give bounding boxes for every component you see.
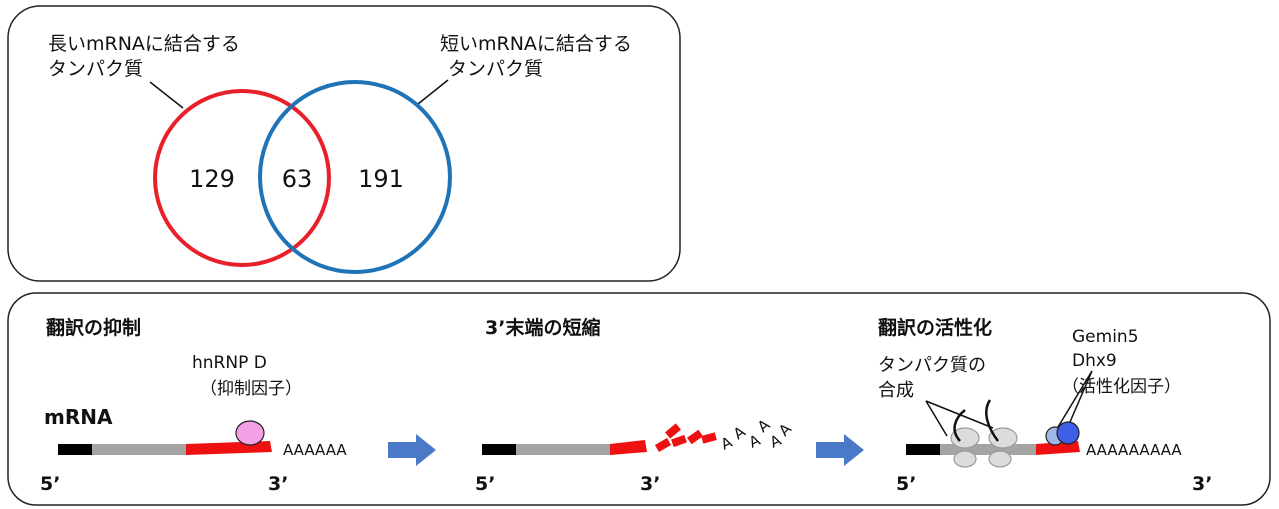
five-prime-label-3: 5’ — [896, 473, 916, 495]
synthesis-label-line1: タンパク質の — [878, 355, 986, 376]
polyA-tail-3: AAAAAAAAA — [1086, 441, 1182, 459]
venn-left-circle — [153, 89, 331, 267]
polyA-tail-1: AAAAAA — [283, 441, 347, 459]
cap-5prime-1 — [58, 444, 92, 455]
venn-right-label-line1: 短いmRNAに結合する — [440, 33, 632, 55]
coding-region-1 — [92, 444, 186, 455]
ribosome-icon-1 — [950, 427, 980, 468]
blue-arrow-icon-2 — [816, 434, 864, 466]
nascent-peptide-1 — [953, 409, 966, 442]
coding-region-2 — [516, 444, 610, 455]
cap-5prime-2 — [482, 444, 516, 455]
panel-title-shortening: 3’末端の短縮 — [485, 316, 600, 339]
venn-left-leader — [149, 81, 184, 109]
five-prime-label-2: 5’ — [475, 473, 495, 495]
repressor-protein — [235, 420, 265, 446]
venn-right-leader — [417, 79, 449, 105]
activator-name-1: Gemin5 — [1072, 327, 1139, 347]
three-prime-label-3: 3’ — [1192, 473, 1212, 495]
activator-leader-2 — [1069, 370, 1093, 423]
synthesis-label-line2: 合成 — [878, 380, 914, 401]
venn-right-only-count: 191 — [358, 165, 404, 193]
synthesis-leader-1 — [925, 400, 948, 437]
venn-left-label-line2: タンパク質 — [48, 58, 143, 80]
venn-left-label-line1: 長いmRNAに結合する — [48, 33, 240, 55]
activator-name-2: Dhx9 — [1072, 351, 1117, 371]
three-prime-label-1: 3’ — [268, 473, 288, 495]
repressor-role: （抑制因子） — [200, 379, 302, 399]
degraded-tail-fragments — [654, 423, 717, 452]
panel-title-repression: 翻訳の抑制 — [46, 316, 141, 339]
venn-right-label-line2: タンパク質 — [448, 58, 543, 80]
venn-right-circle — [258, 80, 452, 274]
mrna-label: mRNA — [44, 405, 113, 429]
five-prime-label-1: 5’ — [40, 473, 60, 495]
activator-role: （活性化因子） — [1062, 377, 1181, 397]
blue-arrow-icon-1 — [388, 434, 436, 466]
coding-region-3 — [940, 444, 1036, 455]
activator-leader-1 — [1057, 370, 1093, 428]
repressor-name: hnRNP D — [192, 353, 267, 373]
nascent-peptide-2 — [985, 399, 999, 442]
venn-panel — [7, 5, 681, 282]
venn-overlap-count: 63 — [282, 165, 313, 193]
panel-title-activation: 翻訳の活性化 — [878, 316, 992, 339]
venn-left-only-count: 129 — [189, 165, 235, 193]
cap-5prime-3 — [906, 444, 940, 455]
utr-3prime-2 — [610, 440, 647, 455]
ribosome-icon-2 — [988, 427, 1018, 468]
three-prime-label-2: 3’ — [640, 473, 660, 495]
activator-protein-blue — [1056, 421, 1080, 445]
